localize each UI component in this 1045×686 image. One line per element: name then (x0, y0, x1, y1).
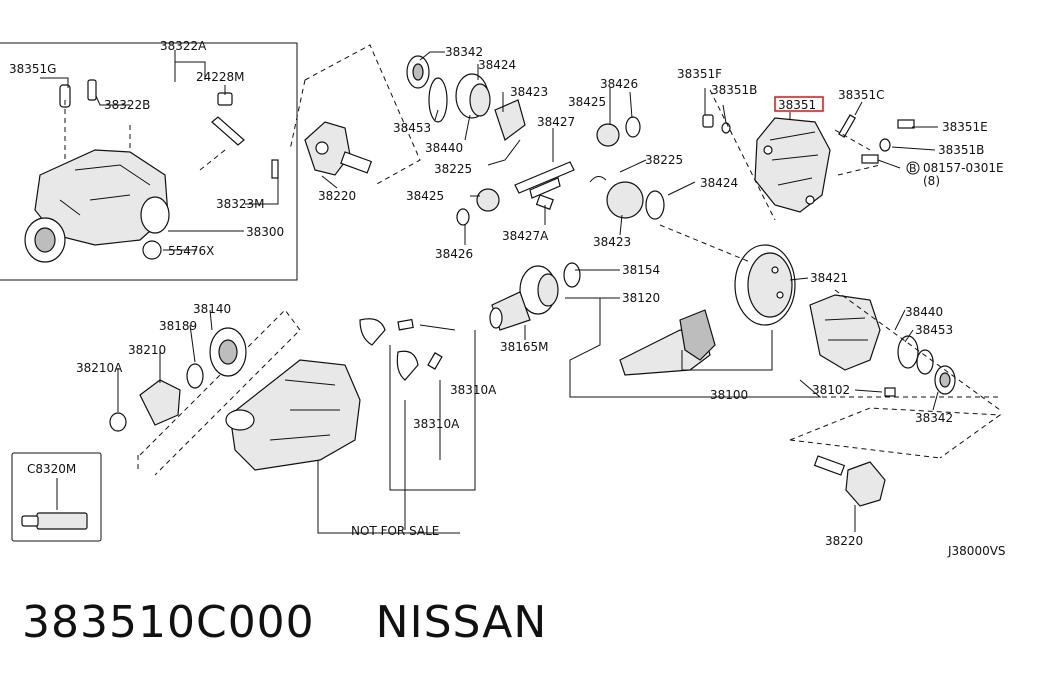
drive-pinion-and-ring-gear-38100 (619, 244, 796, 376)
label-38225-left: 38225 (434, 162, 472, 176)
label-38421: 38421 (810, 271, 848, 285)
label-38220-lower: 38220 (825, 534, 863, 548)
gear-carrier-housing (225, 318, 443, 471)
label-55476X: 55476X (168, 244, 214, 258)
label-38165M: 38165M (500, 340, 549, 354)
label-08157-quantity: (8) (923, 174, 940, 188)
side-gear-set-right (589, 116, 665, 220)
label-c8320m: C8320M (27, 462, 76, 476)
label-38322B: 38322B (104, 98, 150, 112)
label-38424-upper: 38424 (478, 58, 516, 72)
label-38453-lower: 38453 (915, 323, 953, 337)
label-38300: 38300 (246, 225, 284, 239)
label-b-marker: B (909, 162, 917, 175)
label-38426-left: 38426 (435, 247, 473, 261)
companion-flange-38220-upper (304, 121, 373, 176)
label-38100: 38100 (710, 388, 748, 402)
label-08157-0301E: 08157-0301E (923, 161, 1004, 175)
label-38342-lower: 38342 (915, 411, 953, 425)
highlight-box-38351 (774, 96, 824, 112)
pinion-mate-shaft-38427 (514, 161, 575, 210)
label-not-for-sale: NOT FOR SALE (351, 524, 439, 538)
label-38351B-lower: 38351B (938, 143, 984, 157)
side-gear-set-left (456, 188, 500, 226)
rear-differential-assembly (24, 149, 170, 263)
part-number-text: 383510C000 (22, 597, 315, 648)
inset-assembly-box (0, 42, 298, 281)
label-38351B-upper: 38351B (711, 83, 757, 97)
label-diagram-code: J38000VS (947, 544, 1006, 558)
part-labels: 38351G 38322A 24228M 38322B 38323M 38300… (9, 39, 1006, 558)
label-38440-upper: 38440 (425, 141, 463, 155)
label-38342-upper: 38342 (445, 45, 483, 59)
label-38351G: 38351G (9, 62, 56, 76)
label-38424-right: 38424 (700, 176, 738, 190)
label-38427: 38427 (537, 115, 575, 129)
label-38453-upper: 38453 (393, 121, 431, 135)
label-24228M: 24228M (196, 70, 245, 84)
brand-text: NISSAN (375, 597, 548, 648)
label-38423-upper: 38423 (510, 85, 548, 99)
label-38140: 38140 (193, 302, 231, 316)
label-38220-upper: 38220 (318, 189, 356, 203)
companion-flange-38220-lower (789, 407, 1002, 507)
label-38440-lower: 38440 (905, 305, 943, 319)
c8320m-inset (11, 452, 102, 542)
label-38310A-upper: 38310A (450, 383, 497, 397)
label-38351-highlighted: 38351 (778, 98, 816, 112)
label-38102: 38102 (812, 383, 850, 397)
lower-left-group (109, 309, 301, 476)
label-38322A: 38322A (160, 39, 207, 53)
label-38120: 38120 (622, 291, 660, 305)
pinion-bearing-38120 (489, 262, 581, 331)
label-38189: 38189 (159, 319, 197, 333)
rear-cover-38351 (702, 114, 915, 213)
label-38154: 38154 (622, 263, 660, 277)
label-38310A-lower: 38310A (413, 417, 460, 431)
label-38323M: 38323M (216, 197, 265, 211)
part-caption: 383510C000 NISSAN (22, 597, 547, 648)
label-38425-left: 38425 (406, 189, 444, 203)
label-38425-right: 38425 (568, 95, 606, 109)
label-38210: 38210 (128, 343, 166, 357)
pinion-flange-group (289, 44, 421, 186)
label-38225-right: 38225 (645, 153, 683, 167)
label-38423-right: 38423 (593, 235, 631, 249)
leader-lines (56, 51, 1001, 534)
label-38426-right: 38426 (600, 77, 638, 91)
differential-case-38421 (809, 294, 956, 397)
label-38210A: 38210A (76, 361, 123, 375)
label-38427A: 38427A (502, 229, 549, 243)
label-38351C: 38351C (838, 88, 885, 102)
label-38351E: 38351E (942, 120, 988, 134)
label-38351F: 38351F (677, 67, 722, 81)
